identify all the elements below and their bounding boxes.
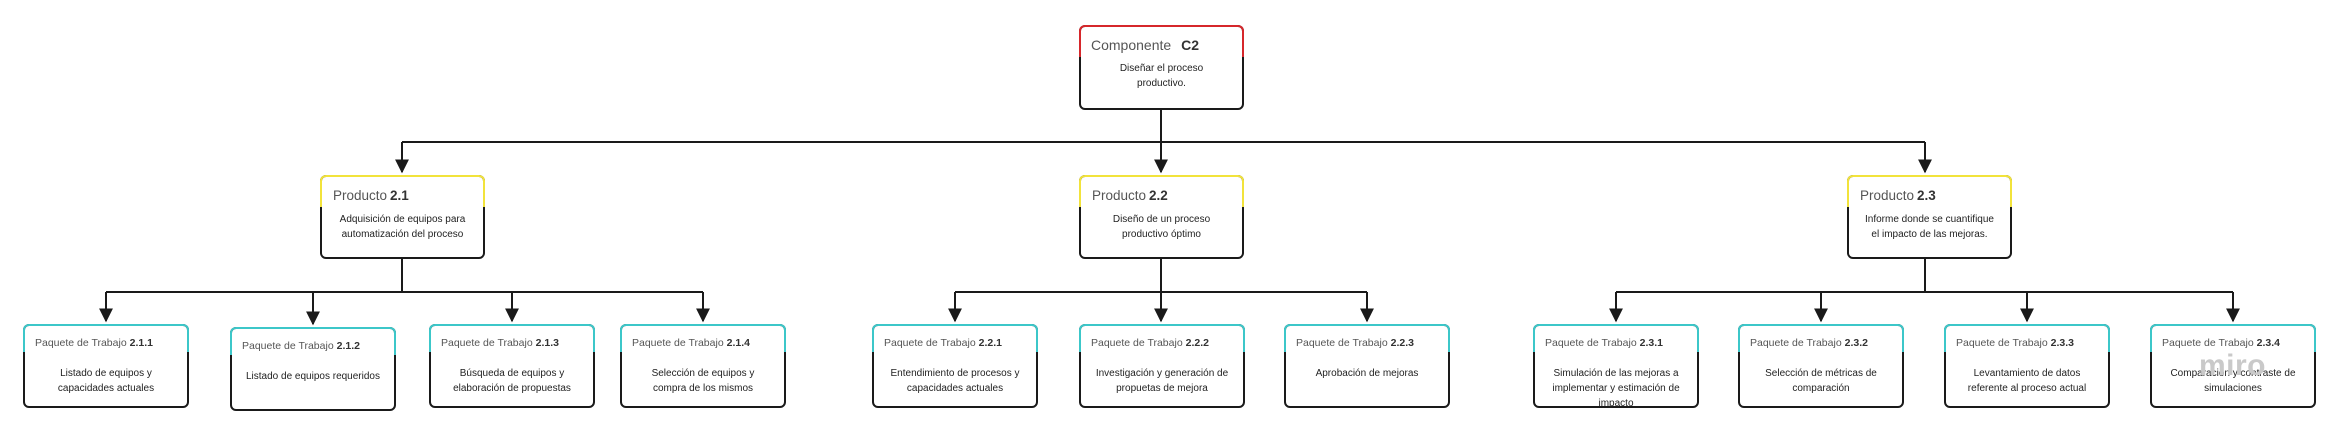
work-package-header [2150, 324, 2316, 352]
product-label: Producto [1860, 188, 1915, 203]
work-package-code: 2.1.4 [726, 337, 751, 349]
work-package-label: Paquete de Trabajo [1956, 337, 2048, 349]
work-package-code: 2.3.4 [2256, 337, 2281, 349]
work-package-header [1079, 324, 1245, 352]
component-box[interactable]: Componente C2 Diseñar el proceso producti… [1079, 25, 1244, 110]
work-package-header [1284, 324, 1450, 352]
work-package-label: Paquete de Trabajo [1296, 337, 1388, 349]
work-package-description: Listado de equipos requeridos [246, 371, 380, 382]
work-package-code: 2.2.2 [1185, 337, 1210, 349]
product-header [1847, 175, 2012, 207]
component-description: Diseñar el proceso productivo. [1119, 63, 1204, 89]
product-description: Adquisición de equipos para automatizaci… [339, 214, 466, 240]
work-package-description: Búsqueda de equipos y elaboración de pro… [453, 368, 571, 394]
work-package-code: 2.1.2 [336, 340, 361, 352]
product-label: Producto [333, 188, 388, 203]
work-package-description: Simulación de las mejoras a implementar … [1552, 368, 1680, 409]
miro-watermark: miro [2199, 349, 2267, 382]
work-package-description: Investigación y generación de propuetas … [1095, 368, 1229, 394]
work-package-label: Paquete de Trabajo [242, 340, 334, 352]
product-header [320, 175, 485, 207]
work-package-header [429, 324, 595, 352]
work-package-header [620, 324, 786, 352]
work-package-description: Listado de equipos y capacidades actuale… [57, 368, 155, 394]
work-package-header [23, 324, 189, 352]
product-code: 2.3 [1917, 188, 1936, 203]
work-package-description: Comparación y contraste de simulaciones [2170, 368, 2296, 394]
work-package-description: Entendimiento de procesos y capacidades … [890, 368, 1020, 394]
work-package-label: Paquete de Trabajo [632, 337, 724, 349]
work-package-code: 2.3.3 [2050, 337, 2075, 349]
work-package-label: Paquete de Trabajo [2162, 337, 2254, 349]
work-package-label: Paquete de Trabajo [1750, 337, 1842, 349]
product-code: 2.2 [1149, 188, 1168, 203]
work-package-code: 2.1.1 [129, 337, 154, 349]
component-header [1079, 25, 1244, 57]
work-package-header [872, 324, 1038, 352]
work-package-code: 2.2.1 [978, 337, 1003, 349]
product-description: Informe donde se cuantifique el impacto … [1865, 214, 1994, 240]
work-package-description: Levantamiento de datos referente al proc… [1967, 368, 2087, 394]
work-package-code: 2.3.1 [1639, 337, 1664, 349]
work-package-label: Paquete de Trabajo [1091, 337, 1183, 349]
work-package-code: 2.1.3 [535, 337, 560, 349]
work-package-label: Paquete de Trabajo [884, 337, 976, 349]
work-package-header [1533, 324, 1699, 352]
product-header [1079, 175, 1244, 207]
work-package-label: Paquete de Trabajo [35, 337, 127, 349]
work-package-header [230, 327, 396, 355]
work-package-code: 2.2.3 [1390, 337, 1415, 349]
component-code: C2 [1181, 37, 1200, 53]
work-package-label: Paquete de Trabajo [1545, 337, 1637, 349]
work-package-code: 2.3.2 [1844, 337, 1869, 349]
product-label: Producto [1092, 188, 1147, 203]
work-package-description: Aprobación de mejoras [1315, 368, 1419, 379]
work-package-label: Paquete de Trabajo [441, 337, 533, 349]
component-label: Componente [1091, 37, 1172, 53]
work-package-header [1944, 324, 2110, 352]
work-package-description: Selección de equipos y compra de los mis… [651, 368, 755, 394]
product-description: Diseño de un proceso productivo óptimo [1112, 214, 1211, 240]
component-title: Componente C2 [1091, 37, 1199, 53]
work-package-header [1738, 324, 1904, 352]
product-code: 2.1 [390, 188, 409, 203]
work-package-description: Selección de métricas de comparación [1765, 368, 1877, 394]
